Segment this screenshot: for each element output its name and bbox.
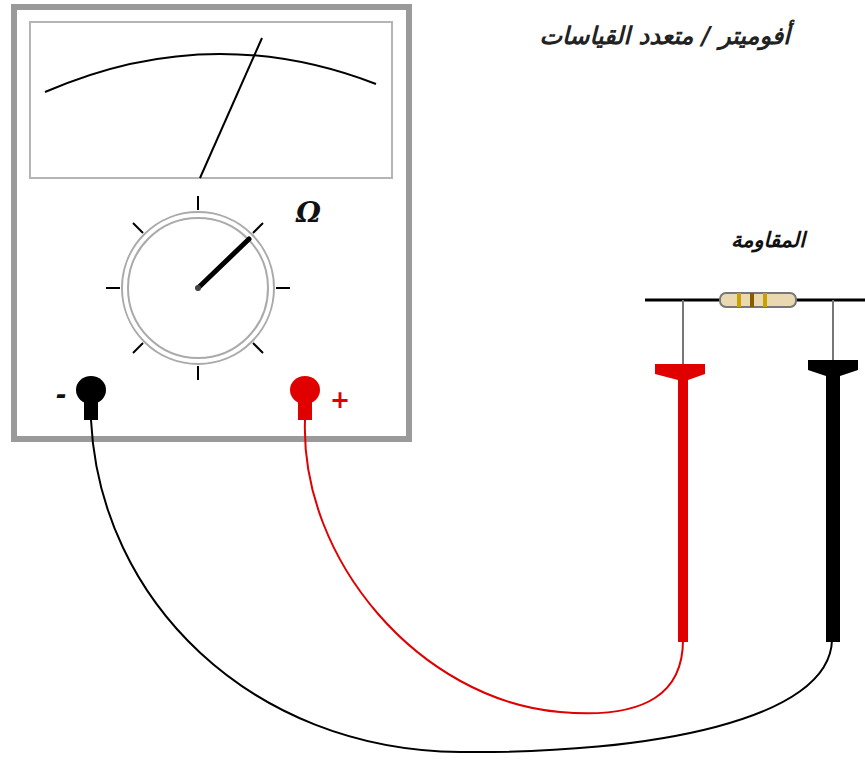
diagram-title: أفوميتر / متعدد القياسات	[539, 22, 790, 50]
negative-jack	[76, 376, 106, 420]
resistor-label: المقاومة	[731, 228, 805, 252]
meter-scale	[45, 54, 376, 92]
resistor-symbol	[720, 293, 796, 307]
selector-knob	[106, 196, 290, 380]
negative-sign: -	[56, 380, 67, 410]
meter-display	[30, 22, 392, 178]
probe-contact	[832, 300, 834, 362]
black-probe	[808, 360, 858, 642]
meter-needle	[200, 38, 262, 178]
red-test-lead	[305, 420, 683, 713]
positive-jack	[290, 376, 320, 420]
probe-contact	[682, 300, 684, 366]
meter-body	[14, 7, 409, 439]
black-test-lead	[91, 420, 832, 752]
red-probe	[655, 364, 705, 642]
ohm-symbol: Ω	[296, 196, 321, 229]
positive-sign: +	[330, 386, 350, 414]
